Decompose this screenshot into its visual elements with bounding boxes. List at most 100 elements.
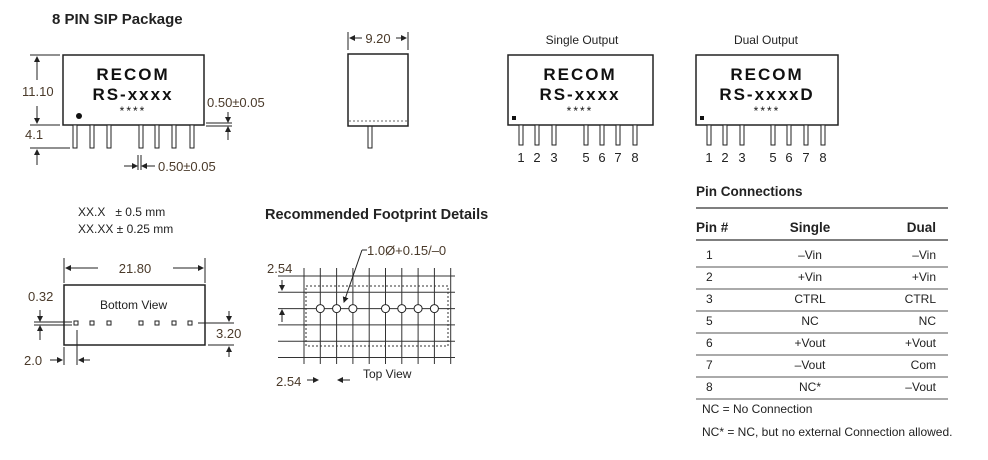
pin-hole [381,304,390,314]
footprint-grid: 1.0Ø+0.15/–0 2.54 2.54 Top View [267,243,455,389]
footprint-title: Recommended Footprint Details [265,207,488,223]
hole-dim: 1.0Ø+0.15/–0 [367,243,446,258]
cell-pin: 7 [706,358,713,372]
pin [518,124,524,146]
pin [739,124,745,146]
pin [89,124,95,149]
pin-number: 7 [802,150,809,165]
cell-dual: CTRL [905,292,937,306]
pin-number: 5 [769,150,776,165]
dual-output-label: Dual Output [734,33,799,47]
pin-square [106,320,112,326]
pin-length-dim: 4.1 [25,127,43,142]
pin1-dot [76,113,82,119]
cell-pin: 5 [706,314,713,328]
pin [551,124,557,146]
first-pin-dim: 2.0 [24,353,42,368]
cell-single: NC* [799,380,821,394]
pitch-v-dim: 2.54 [267,261,292,276]
pin-hole [413,304,423,314]
pin-number: 1 [705,150,712,165]
pin-number: 1 [517,150,524,165]
pin-number: 3 [738,150,745,165]
pin-number: 2 [721,150,728,165]
pin [786,124,792,146]
pin-number: 8 [819,150,826,165]
pin-number: 5 [582,150,589,165]
pin-hole [348,304,358,314]
dual-model: RS-xxxxD [719,85,814,104]
pin [106,124,112,149]
pin [72,124,78,149]
pin-square [154,320,160,326]
pin [770,124,776,146]
single-brand: RECOM [543,65,616,84]
pin [632,124,638,146]
pin-number: 7 [614,150,621,165]
cell-dual: –Vin [912,248,936,262]
header-pin: Pin # [696,220,729,235]
front-brand: RECOM [96,65,169,84]
cell-single: –Vout [795,358,826,372]
cell-pin: 8 [706,380,713,394]
cell-dual: +Vout [905,336,937,350]
front-pins [72,124,195,149]
cell-dual: NC [919,314,937,328]
pin-square [73,320,79,326]
pin [722,124,728,146]
cell-dual: –Vout [905,380,936,394]
top-view-label: Top View [363,367,412,381]
single-model: RS-xxxx [539,85,620,104]
dual-brand: RECOM [730,65,803,84]
note-nc: NC = No Connection [702,402,812,416]
tolerance-2: XX.XX ± 0.25 mm [78,222,173,236]
cell-pin: 6 [706,336,713,350]
pin-square [138,320,144,326]
pin-thickness-dim: 0.50±0.05 [207,95,265,110]
length-dim: 21.80 [119,261,152,276]
pin-offset-dim: 0.32 [28,289,53,304]
pin-table-title: Pin Connections [696,184,803,199]
cell-pin: 3 [706,292,713,306]
dual-stars: **** [754,104,781,118]
pin [171,124,177,149]
pin-hole [397,304,407,314]
pin [138,124,144,149]
height-dim: 11.10 [22,84,54,99]
pin [599,124,605,146]
pin-number: 3 [550,150,557,165]
header-dual: Dual [907,220,936,235]
single-output-label: Single Output [546,33,619,47]
depth-dim: 3.20 [216,326,241,341]
pin [803,124,809,146]
cell-pin: 2 [706,270,713,284]
pin-square [187,320,193,326]
cell-single: CTRL [794,292,826,306]
bottom-view-label: Bottom View [100,298,167,312]
pin-hole [315,304,325,314]
pin [189,124,195,149]
note-nc-star: NC* = NC, but no external Connection all… [702,425,952,439]
pin [583,124,589,146]
pin [154,124,160,149]
header-single: Single [790,220,831,235]
cell-pin: 1 [706,248,713,262]
pin-number: 6 [785,150,792,165]
pin-number: 8 [631,150,638,165]
front-model: RS-xxxx [92,85,173,104]
pin [820,124,826,146]
pin-hole [332,304,342,314]
front-stars: **** [120,104,147,118]
pin-square [89,320,95,326]
pin-number: 6 [598,150,605,165]
width-dim: 9.20 [365,31,390,46]
pin-connections-table: Pin Connections Pin # Single Dual 1 –Vin –… [696,184,952,439]
pin [615,124,621,146]
cell-single: –Vin [798,248,822,262]
pitch-h-dim: 2.54 [276,374,301,389]
side-view: 9.20 [347,31,409,149]
pin-square [171,320,177,326]
